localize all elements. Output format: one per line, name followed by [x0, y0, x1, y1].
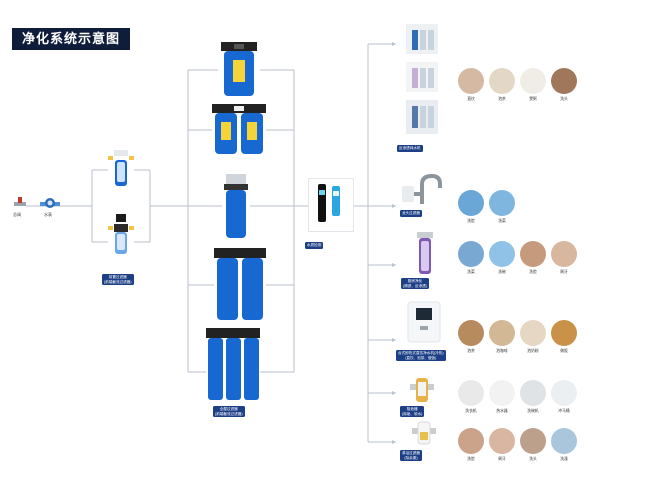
output-6-label: 淋浴过滤器 (除余氯): [400, 450, 422, 462]
use-photo-0-3: [551, 68, 577, 94]
use-photo-0-1: [489, 68, 515, 94]
use-photo-3-3: [551, 320, 577, 346]
use-caption-3-0: 泡茶: [467, 349, 475, 353]
kitchen-purifier-icon: [417, 232, 433, 274]
use-photo-2-1: [489, 241, 515, 267]
use-photo-5-3: [551, 428, 577, 454]
use-caption-2-0: 洗菜: [467, 270, 475, 274]
use-caption-3-2: 泡奶粉: [527, 349, 539, 353]
ro-machine-icon: [406, 24, 438, 134]
use-caption-0-0: 直饮: [467, 97, 475, 101]
prefilter-bottom-icon: [108, 214, 134, 254]
countertop-dispenser-icon: [407, 301, 441, 343]
use-caption-5-1: 刷牙: [498, 457, 506, 461]
use-photo-2-3: [551, 241, 577, 267]
use-photo-4-3: [551, 380, 577, 406]
page-title: 净化系统示意图: [12, 28, 130, 50]
use-caption-5-0: 洗脸: [467, 457, 475, 461]
use-photo-4-1: [489, 380, 515, 406]
use-caption-5-2: 洗头: [529, 457, 537, 461]
tds-label: 水质检测: [305, 242, 324, 249]
use-photo-0-0: [458, 68, 484, 94]
use-photo-5-2: [520, 428, 546, 454]
use-caption-2-2: 洗脸: [529, 270, 537, 274]
use-caption-4-2: 洗碗机: [527, 409, 539, 413]
use-caption-4-1: 热水器: [496, 409, 508, 413]
use-photo-5-1: [489, 428, 515, 454]
use-photo-1-0: [458, 190, 484, 216]
shower-filter-icon: [412, 421, 436, 445]
use-caption-2-1: 洗碗: [498, 270, 506, 274]
big-blue-filter-triple-icon: [206, 328, 260, 400]
water-meter-icon: [40, 198, 60, 208]
use-caption-3-3: 做饭: [560, 349, 568, 353]
use-photo-3-0: [458, 320, 484, 346]
use-photo-1-1: [489, 190, 515, 216]
use-caption-3-1: 泡咖啡: [496, 349, 508, 353]
output-5-label: 阻垢器 (除垢、软水): [400, 406, 425, 418]
use-caption-0-1: 泡茶: [498, 97, 506, 101]
valve-label: 总阀: [13, 212, 21, 217]
output-3-label: 厨房净化 (精滤、反渗透): [401, 278, 429, 290]
use-caption-1-1: 洗菜: [498, 219, 506, 223]
use-caption-1-0: 洗脸: [467, 219, 475, 223]
central-filter-label: 全屋过滤器 (前端截流过滤器): [213, 406, 245, 418]
use-caption-2-3: 刷牙: [560, 270, 568, 274]
use-caption-5-3: 洗澡: [560, 457, 568, 461]
prefilter-label: 前置过滤器 (前端截流过滤器): [102, 274, 134, 286]
use-photo-3-1: [489, 320, 515, 346]
use-photo-2-2: [520, 241, 546, 267]
output-4-label: 台式即热式直饮净水机(冷热) (直饮、泡茶、做饭): [396, 350, 446, 362]
use-photo-4-2: [520, 380, 546, 406]
tds-pen-icon: [318, 184, 340, 222]
output-2-label: 龙头过滤器: [400, 210, 422, 217]
big-blue-filter-single-icon: [221, 42, 257, 96]
big-blue-filter-double-icon: [212, 104, 266, 154]
big-blue-filter-slim-icon: [224, 174, 248, 238]
use-caption-0-3: 洗头: [560, 97, 568, 101]
prefilter-top-icon: [108, 150, 134, 186]
valve-icon: [14, 197, 26, 206]
use-photo-4-0: [458, 380, 484, 406]
use-photo-3-2: [520, 320, 546, 346]
use-photo-0-2: [520, 68, 546, 94]
use-photo-2-0: [458, 241, 484, 267]
tds-panel: [308, 178, 354, 232]
use-caption-0-2: 煲粥: [529, 97, 537, 101]
scale-inhibitor-icon: [410, 378, 434, 402]
faucet-filter-icon: [402, 174, 442, 204]
output-1-label: 反渗透纯水机: [397, 145, 423, 152]
use-caption-4-3: 冲马桶: [558, 409, 570, 413]
use-caption-4-0: 洗衣机: [465, 409, 477, 413]
meter-label: 水表: [44, 212, 52, 217]
use-photo-5-0: [458, 428, 484, 454]
big-blue-filter-double-tall-icon: [214, 248, 266, 320]
